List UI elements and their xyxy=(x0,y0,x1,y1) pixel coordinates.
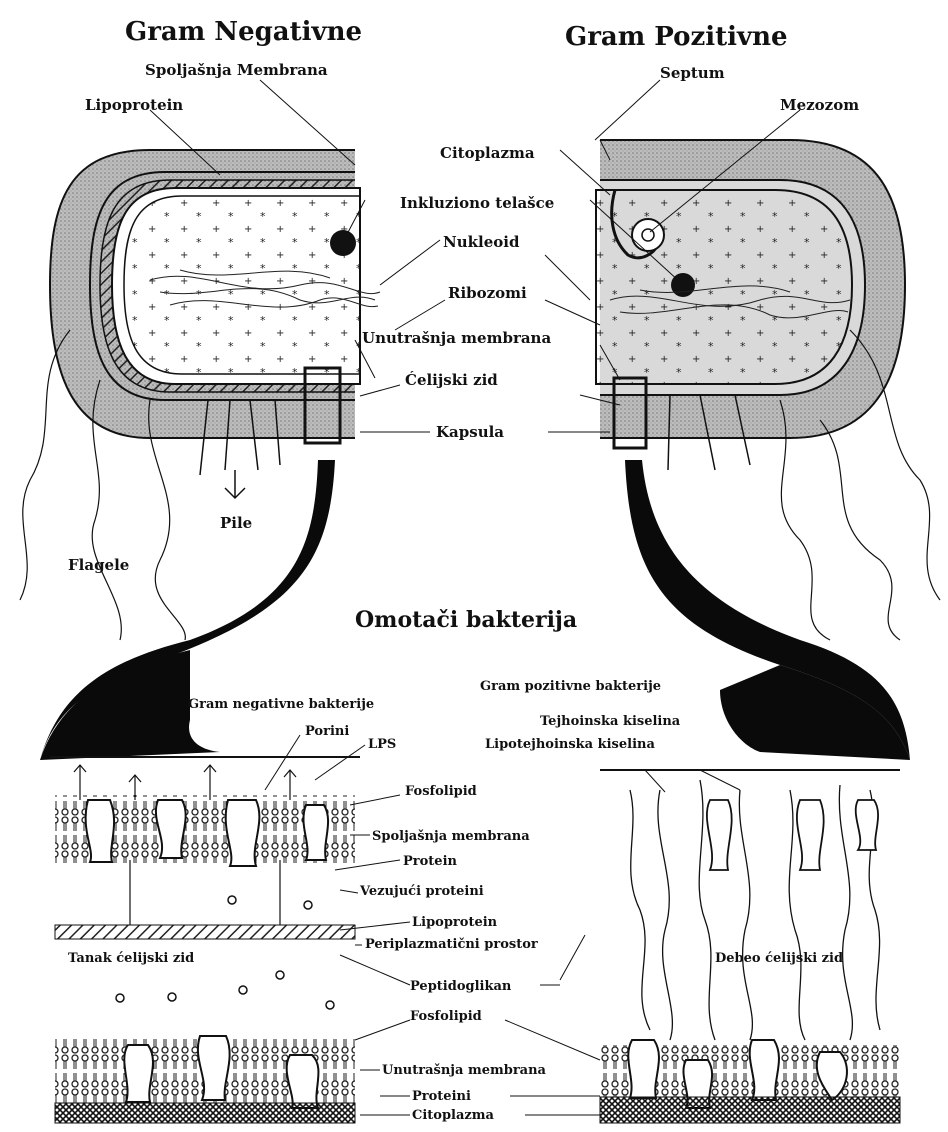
mesosome-label: Mezozom xyxy=(780,96,859,114)
septum-label: Septum xyxy=(660,64,725,82)
gram-negative-inclusion-body xyxy=(330,230,356,256)
thin-cell-wall-label: Tanak ćelijski zid xyxy=(68,951,194,966)
gn-outer-membrane-label: Spoljašnja membrana xyxy=(372,829,530,844)
periplasmic-space-label: Periplazmatični prostor xyxy=(365,937,538,952)
gn-inner-membrane-label: Unutrašnja membrana xyxy=(382,1063,547,1078)
envelopes-title: Omotači bakterija xyxy=(355,607,577,633)
teichoic-acid-chains xyxy=(630,780,880,1040)
gram-positive-envelope xyxy=(600,770,900,1123)
capsule-label: Kapsula xyxy=(436,423,504,441)
inner-membrane-label: Unutrašnja membrana xyxy=(362,329,551,347)
proteins-label: Proteini xyxy=(412,1089,471,1104)
pili-label: Pile xyxy=(220,514,252,532)
gram-positive-title: Gram Pozitivne xyxy=(565,22,788,52)
phospholipid-top-label: Fosfolipid xyxy=(405,784,477,799)
gp-bacteria-label: Gram pozitivne bakterije xyxy=(480,679,661,694)
porins-label: Porini xyxy=(305,724,349,739)
phospholipid-bottom-label: Fosfolipid xyxy=(410,1009,482,1024)
gram-negative-envelope xyxy=(50,757,360,1123)
lipoteichoic-acid-label: Lipotejhoinska kiselina xyxy=(485,737,655,752)
thick-cell-wall-label: Debeo ćelijski zid xyxy=(715,951,843,966)
gram-negative-cytoplasm-band xyxy=(55,1103,355,1123)
ribosomes-label: Ribozomi xyxy=(448,284,527,302)
mesosome-shape xyxy=(632,219,664,251)
gn-lipoprotein-label: Lipoprotein xyxy=(412,915,498,930)
lps-label: LPS xyxy=(368,737,396,752)
nucleoid-label: Nukleoid xyxy=(443,233,520,251)
gn-bacteria-label: Gram negativne bakterije xyxy=(188,697,374,712)
lipoprotein-links xyxy=(130,860,280,925)
peptidoglycan-label: Peptidoglikan xyxy=(410,979,512,994)
protein-top-label: Protein xyxy=(403,854,458,869)
outer-membrane-label: Spoljašnja Membrana xyxy=(145,61,328,79)
lps-chains xyxy=(74,765,296,800)
gn-cytoplasm-label: Citoplazma xyxy=(412,1108,495,1123)
gram-negative-title: Gram Negativne xyxy=(125,17,362,47)
cytoplasm-label: Citoplazma xyxy=(440,144,535,162)
cell-wall-label: Ćelijski zid xyxy=(405,371,498,389)
lipoprotein-label: Lipoprotein xyxy=(85,96,183,114)
binding-proteins-label: Vezujući proteini xyxy=(359,884,484,899)
gram-positive-cytoplasm-band xyxy=(600,1097,900,1123)
flagella-label: Flagele xyxy=(68,556,129,574)
teichoic-acid-label: Tejhoinska kiselina xyxy=(540,714,681,729)
inclusion-body-label: Inkluziono telašce xyxy=(400,194,554,212)
